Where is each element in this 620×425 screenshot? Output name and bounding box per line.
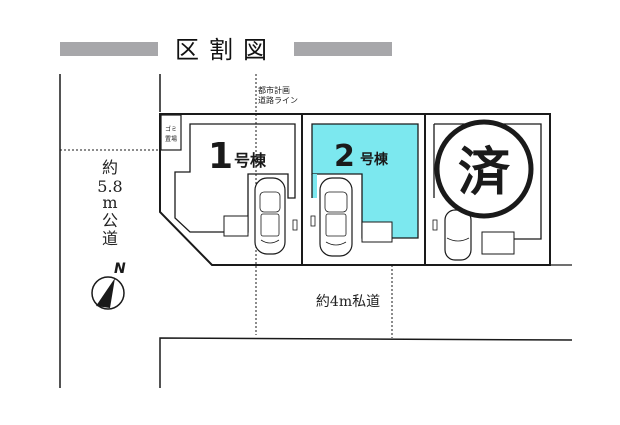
public-road-label-1: 約	[102, 158, 118, 177]
site-outline	[159, 113, 426, 266]
lot-1-meter	[292, 219, 298, 231]
lot-2-meter	[310, 215, 316, 227]
sold-label: 済	[458, 143, 511, 203]
lot-2-car-icon	[319, 177, 353, 257]
north-label: N	[114, 261, 126, 277]
lot-2-entrance	[361, 221, 393, 243]
public-road-label-3: m	[102, 193, 117, 212]
sold-badge: 済	[434, 119, 534, 219]
private-road-lower-edge	[159, 337, 573, 388]
lot-3-car-icon	[444, 209, 472, 261]
garbage-label-1: ゴミ	[165, 125, 177, 133]
public-road-label-2: 5.8	[97, 177, 122, 196]
lot-1-entrance	[223, 215, 249, 237]
public-road-label-4: 公	[102, 211, 118, 230]
public-road-label-5: 道	[102, 229, 118, 248]
sold-circle-icon	[434, 119, 534, 219]
lot-2-number: 2	[334, 139, 355, 174]
lot-3-outline	[425, 113, 551, 266]
lot-3-entrance	[481, 231, 515, 255]
private-road-label: 約4m私道	[316, 294, 380, 310]
lot-3-meter	[432, 219, 438, 231]
city-plan-label-2: 道路ライン	[258, 95, 298, 105]
lot-1-label: 号棟	[234, 151, 267, 170]
lot-1-building	[174, 123, 296, 233]
north-arrow-icon: N	[91, 261, 126, 310]
page-title: 区割図	[175, 36, 277, 64]
garbage-area	[160, 114, 182, 151]
lot-2-label: 号棟	[360, 151, 389, 168]
title-bar-left	[60, 42, 158, 56]
city-plan-label-1: 都市計画	[258, 85, 290, 95]
title-bar-right	[294, 42, 392, 56]
lot-1-car-icon	[254, 177, 286, 255]
garbage-label-2: 置場	[165, 135, 177, 143]
lot-1-number: 1	[208, 136, 233, 177]
